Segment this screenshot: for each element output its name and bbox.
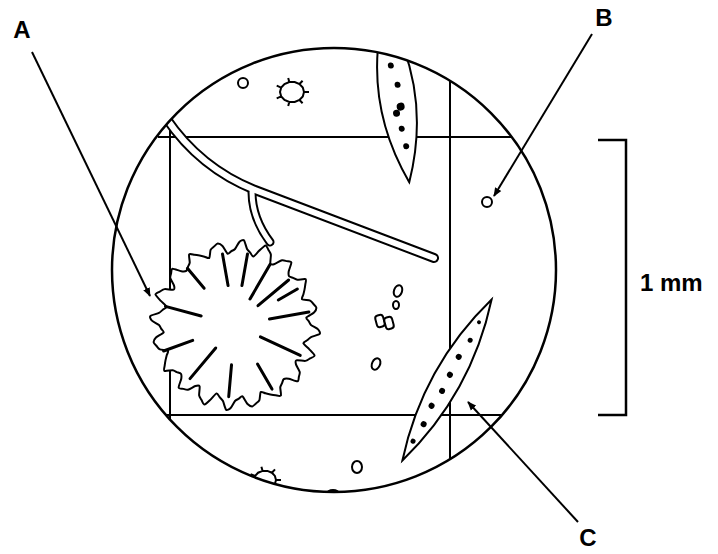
organism-ray	[258, 364, 273, 389]
organism-ray	[258, 280, 289, 306]
particles	[238, 78, 492, 498]
spiky-cell	[251, 78, 309, 493]
part-letter: C	[579, 526, 596, 550]
organism-ray	[165, 306, 201, 316]
organism-ray	[164, 340, 193, 351]
organism-ray	[269, 312, 308, 319]
organism-ray	[229, 365, 232, 397]
organism-ray	[190, 348, 216, 379]
diatom	[390, 293, 504, 468]
organism-ray	[222, 254, 228, 286]
radial-organism	[150, 240, 320, 410]
part-letter: B	[595, 6, 612, 30]
part-letter: A	[13, 18, 30, 42]
scale-bracket	[598, 140, 626, 415]
organism-ray	[278, 289, 297, 300]
organism-ray	[187, 268, 204, 288]
diatom	[367, 5, 427, 184]
organism-ray	[250, 264, 270, 299]
organism-ray	[242, 254, 248, 286]
organism-ray	[260, 337, 300, 356]
leader-lines	[32, 34, 592, 522]
scale-label: 1 mm	[640, 271, 703, 295]
